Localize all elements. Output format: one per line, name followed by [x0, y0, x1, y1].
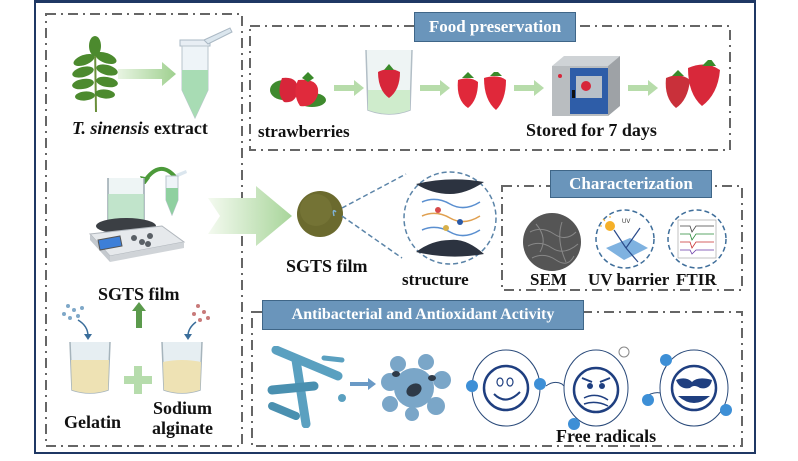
antibacterial-title: Antibacterial and Antioxidant Activity	[262, 300, 584, 330]
characterization-title: Characterization	[550, 170, 712, 198]
strawberries-icon	[270, 72, 326, 107]
arrow-right-icon	[514, 80, 544, 96]
coating-beaker-icon	[365, 49, 413, 115]
species-name: T. sinensis	[72, 118, 150, 138]
incubator-icon	[552, 56, 620, 116]
angry-free-radical-icon	[545, 346, 630, 430]
sem-image-icon	[523, 213, 581, 271]
test-tube-icon	[179, 27, 233, 120]
stored-strawberries-icon	[665, 60, 720, 108]
bacteria-icon	[267, 346, 346, 428]
test-tube-small-icon	[165, 170, 187, 216]
strawberries-label: strawberries	[258, 122, 350, 141]
big-arrow-right-icon	[208, 186, 292, 246]
sem-label: SEM	[530, 270, 567, 289]
arrow-right-icon	[334, 80, 364, 96]
structure-zoom-icon	[341, 171, 497, 265]
ftir-spectra-icon	[667, 209, 727, 269]
uv-barrier-icon: UV	[595, 209, 655, 269]
structure-label: structure	[402, 270, 469, 289]
magnetic-stirrer-icon	[88, 178, 186, 262]
sodium-alginate-label: Sodium alginate	[152, 398, 213, 438]
arrow-up-icon	[132, 302, 146, 328]
ftir-label: FTIR	[676, 270, 717, 289]
gelatin-particles-icon	[62, 304, 92, 340]
uv-barrier-label: UV barrier	[588, 270, 670, 289]
alginate-beaker-icon	[161, 341, 203, 394]
sodium-alginate-line2: alginate	[152, 418, 213, 438]
plus-icon	[124, 366, 152, 394]
alginate-particles-icon	[184, 304, 210, 340]
extract-word: extract	[149, 118, 208, 138]
sgts-film-disc-icon	[297, 191, 343, 237]
sgts-film-middle-label: SGTS film	[286, 256, 368, 276]
sodium-alginate-line1: Sodium	[152, 398, 213, 418]
food-preservation-title: Food preservation	[414, 12, 576, 42]
food-preservation-panel	[249, 25, 731, 151]
arrow-right-small-icon	[350, 378, 376, 390]
sgts-film-left-label: SGTS film	[98, 284, 180, 304]
happy-molecule-icon	[466, 349, 546, 427]
coated-strawberries-icon	[457, 72, 506, 110]
cool-molecule-icon	[642, 349, 732, 427]
free-radicals-label: Free radicals	[556, 426, 657, 446]
arrow-right-icon	[118, 62, 176, 86]
lysed-bacteria-icon	[381, 354, 451, 421]
leaf-icon	[72, 36, 118, 113]
uv-text: UV	[622, 219, 630, 225]
arrow-right-icon	[420, 80, 450, 96]
arrow-right-icon	[628, 80, 658, 96]
gelatin-label: Gelatin	[64, 412, 121, 432]
stored-label: Stored for 7 days	[526, 120, 657, 140]
extract-label: T. sinensis extract	[72, 118, 208, 139]
gelatin-beaker-icon	[69, 341, 111, 394]
